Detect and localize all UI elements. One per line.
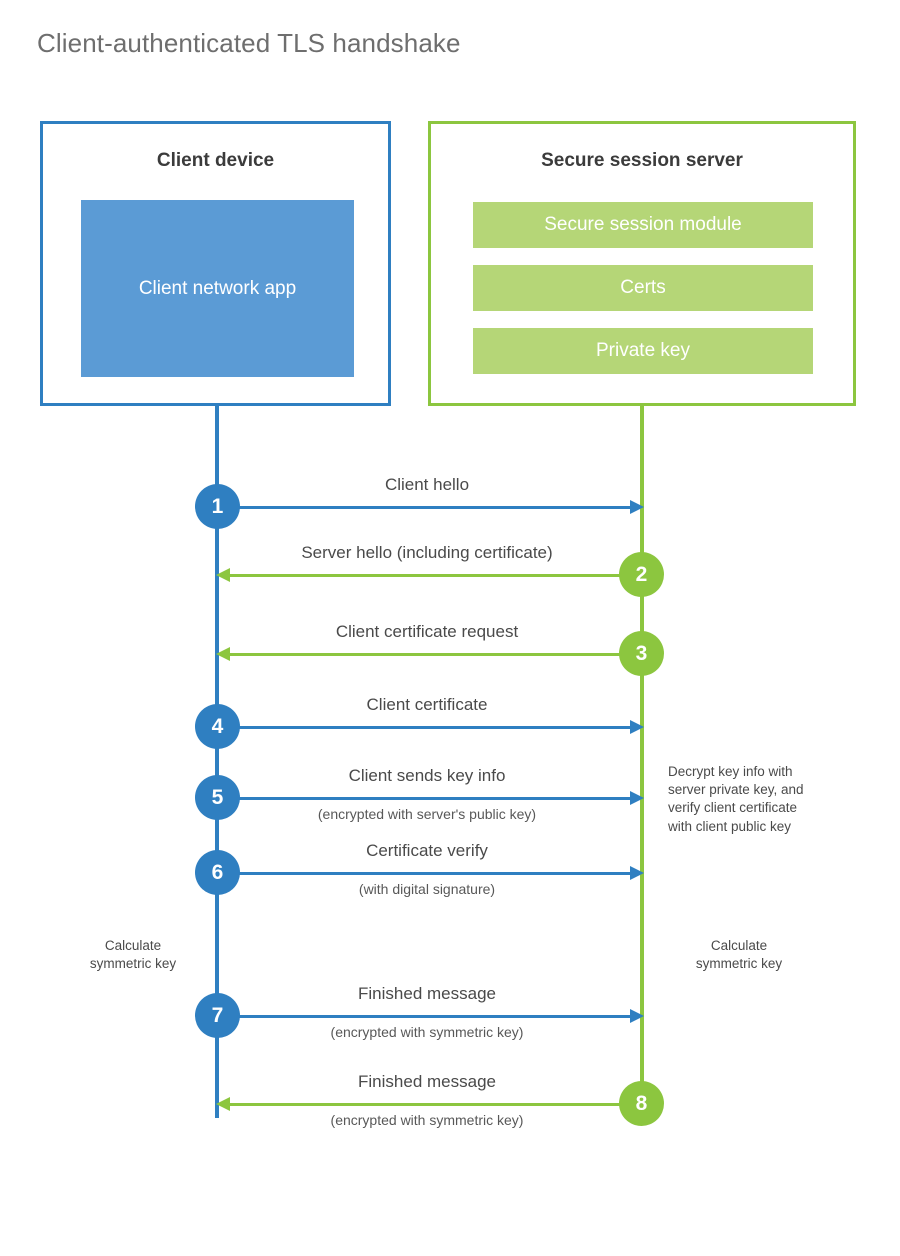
arrowhead-icon-5: [630, 791, 644, 805]
message-sublabel-8: (encrypted with symmetric key): [330, 1112, 524, 1128]
step-number-badge-3: 3: [619, 631, 664, 676]
note-client-calculate-symmetric-key: Calculate symmetric key: [89, 938, 177, 972]
message-arrow-line-1: [217, 506, 635, 509]
server-component-certs: Certs: [473, 265, 813, 311]
message-arrow-line-4: [217, 726, 635, 729]
secure-session-server-box: Secure session server Secure session mod…: [428, 121, 856, 406]
arrowhead-icon-3: [216, 647, 230, 661]
arrowhead-icon-4: [630, 720, 644, 734]
secure-session-server-title: Secure session server: [541, 150, 743, 171]
step-number-badge-4: 4: [195, 704, 240, 749]
message-sublabel-6: (with digital signature): [358, 881, 496, 897]
message-label-1: Client hello: [384, 475, 470, 494]
arrowhead-icon-1: [630, 500, 644, 514]
message-arrow-line-5: [217, 797, 635, 800]
step-number-badge-6: 6: [195, 850, 240, 895]
client-lifeline: [215, 406, 219, 1118]
message-sublabel-5: (encrypted with server's public key): [317, 806, 537, 822]
message-label-3: Client certificate request: [335, 622, 519, 641]
step-number-badge-1: 1: [195, 484, 240, 529]
server-component-secure-session-module: Secure session module: [473, 202, 813, 248]
message-arrow-line-3: [222, 653, 640, 656]
message-arrow-line-8: [222, 1103, 640, 1106]
message-label-6: Certificate verify: [366, 841, 488, 860]
arrowhead-icon-6: [630, 866, 644, 880]
message-label-7: Finished message: [358, 984, 496, 1003]
client-network-app-block: Client network app: [81, 200, 354, 377]
message-sublabel-7: (encrypted with symmetric key): [330, 1024, 524, 1040]
client-device-title: Client device: [156, 150, 275, 171]
client-device-box: Client device Client network app: [40, 121, 391, 406]
arrowhead-icon-2: [216, 568, 230, 582]
note-server-decrypt: Decrypt key info with server private key…: [668, 764, 804, 834]
message-arrow-line-2: [222, 574, 640, 577]
server-component-private-key: Private key: [473, 328, 813, 374]
step-number-badge-7: 7: [195, 993, 240, 1038]
message-label-8: Finished message: [358, 1072, 496, 1091]
step-number-badge-5: 5: [195, 775, 240, 820]
note-server-calculate-symmetric-key: Calculate symmetric key: [695, 938, 783, 972]
step-number-badge-8: 8: [619, 1081, 664, 1126]
arrowhead-icon-8: [216, 1097, 230, 1111]
server-lifeline: [640, 406, 644, 1106]
message-label-5: Client sends key info: [348, 766, 506, 785]
page-title: Client-authenticated TLS handshake: [37, 28, 461, 58]
arrowhead-icon-7: [630, 1009, 644, 1023]
message-label-4: Client certificate: [366, 695, 488, 714]
message-arrow-line-6: [217, 872, 635, 875]
message-arrow-line-7: [217, 1015, 635, 1018]
step-number-badge-2: 2: [619, 552, 664, 597]
message-label-2: Server hello (including certificate): [301, 543, 553, 562]
